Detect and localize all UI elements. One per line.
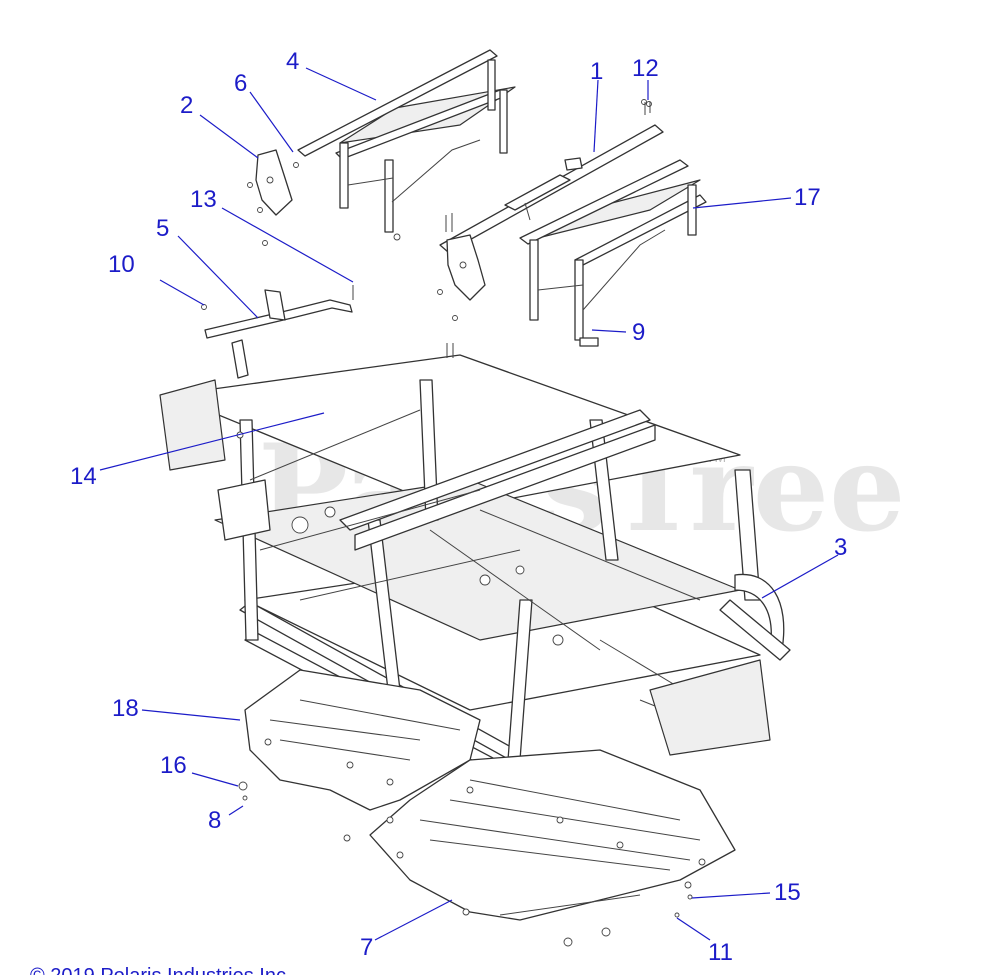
bracket-left — [247, 149, 299, 216]
copyright-text: © 2019 Polaris Industries Inc. — [30, 965, 292, 975]
callout-1: 1 — [590, 58, 603, 85]
seat-support-frame-right — [519, 159, 707, 347]
callout-16: 16 — [160, 752, 187, 779]
callout-14: 14 — [70, 463, 97, 490]
seat-support-frame-left — [297, 49, 516, 241]
callout-9: 9 — [632, 319, 645, 346]
leader-lines — [99, 67, 839, 941]
cross-brace — [201, 240, 354, 379]
callout-7: 7 — [360, 934, 373, 961]
callout-13: 13 — [190, 186, 217, 213]
callout-15: 15 — [774, 879, 801, 906]
bracket-right — [437, 213, 486, 321]
callout-8: 8 — [208, 807, 221, 834]
floor-panel-left — [244, 669, 481, 811]
callout-11: 11 — [708, 939, 733, 966]
seat-rail-front — [439, 99, 664, 253]
callout-3: 3 — [834, 534, 847, 561]
callout-10: 10 — [108, 251, 135, 278]
callout-6: 6 — [234, 70, 247, 97]
callout-4: 4 — [286, 48, 299, 75]
callout-labels: 1 2 3 4 5 6 7 8 9 10 11 12 13 14 15 16 1… — [70, 48, 847, 966]
callout-12: 12 — [632, 55, 659, 82]
fasteners — [238, 781, 706, 947]
floor-panel-right — [369, 749, 736, 921]
callout-5: 5 — [156, 215, 169, 242]
callout-2: 2 — [180, 92, 193, 119]
callout-17: 17 — [794, 184, 821, 211]
callout-18: 18 — [112, 695, 139, 722]
